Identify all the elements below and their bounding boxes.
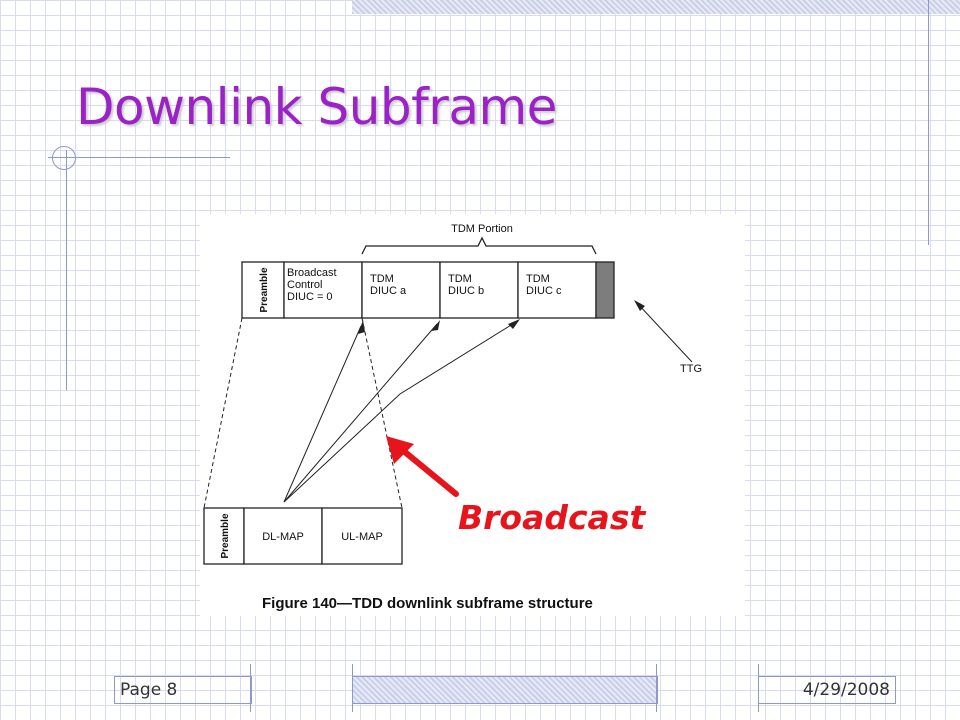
broadcast-control-line-1: Broadcast <box>287 267 337 279</box>
footer-tick-3 <box>656 664 657 712</box>
ttg-pointer-line <box>637 303 693 363</box>
ttg-pointer-head <box>634 300 645 311</box>
top-decor-band <box>352 0 960 14</box>
dlmap-arrowhead-broadcast <box>358 320 365 334</box>
figure-caption: Figure 140—TDD downlink subframe structu… <box>262 595 593 612</box>
bottom-preamble-label: Preamble <box>220 513 231 558</box>
tdm-portion-label: TDM Portion <box>451 223 513 235</box>
slide-title: Downlink Subframe <box>76 78 557 136</box>
footer-tick-1 <box>250 664 251 712</box>
dlmap-arrowhead-diuc-b <box>508 319 520 329</box>
ttg-gap-cell <box>595 261 615 319</box>
footer-page-box <box>114 676 252 704</box>
decor-vline-left <box>66 150 67 390</box>
tdd-figure: TDM Portion Preamble Broadcast Control D… <box>200 214 745 616</box>
tdm-diuc-c-cell <box>517 261 597 319</box>
dlmap-arrow-diuc-a <box>283 323 438 503</box>
top-preamble-cell <box>241 261 285 319</box>
ul-map-label: UL-MAP <box>341 531 383 543</box>
dlmap-arrow-diuc-b <box>283 321 517 503</box>
footer-date: 4/29/2008 <box>802 680 890 700</box>
dlmap-arrowhead-diuc-a <box>431 320 440 331</box>
ul-map-cell <box>321 507 403 565</box>
footer-tick-2 <box>352 664 353 712</box>
dlmap-arrow-broadcast <box>283 325 362 503</box>
dl-map-label: DL-MAP <box>262 531 304 543</box>
expansion-dash-right <box>361 317 403 509</box>
page-number: Page 8 <box>120 680 178 700</box>
dl-map-cell <box>243 507 323 565</box>
tdm-portion-brace <box>361 236 597 255</box>
ttg-label: TTG <box>680 363 702 375</box>
tdm-diuc-b-line-2: DIUC b <box>448 285 484 297</box>
tdm-diuc-a-line-2: DIUC a <box>370 285 407 297</box>
title-underline <box>48 157 230 158</box>
decor-vline-right <box>928 0 929 245</box>
top-preamble-label: Preamble <box>259 267 270 312</box>
tdm-diuc-c-line-1: TDM <box>526 273 550 285</box>
tdm-diuc-b-cell <box>439 261 519 319</box>
title-circle-decor <box>52 146 76 170</box>
tdm-diuc-a-line-1: TDM <box>370 273 394 285</box>
broadcast-arrow-icon <box>386 436 459 497</box>
footer-middle-band <box>352 676 658 704</box>
tdd-diagram: TDM Portion Preamble Broadcast Control D… <box>203 223 702 612</box>
expansion-dash-left <box>203 317 243 509</box>
footer-tick-4 <box>758 664 759 712</box>
tdm-diuc-b-line-1: TDM <box>448 273 472 285</box>
broadcast-control-cell <box>283 261 363 319</box>
broadcast-control-line-2: Control <box>287 279 322 291</box>
broadcast-callout-label: Broadcast <box>458 498 646 537</box>
tdm-diuc-c-line-2: DIUC c <box>526 285 562 297</box>
broadcast-control-line-3: DIUC = 0 <box>287 291 333 303</box>
